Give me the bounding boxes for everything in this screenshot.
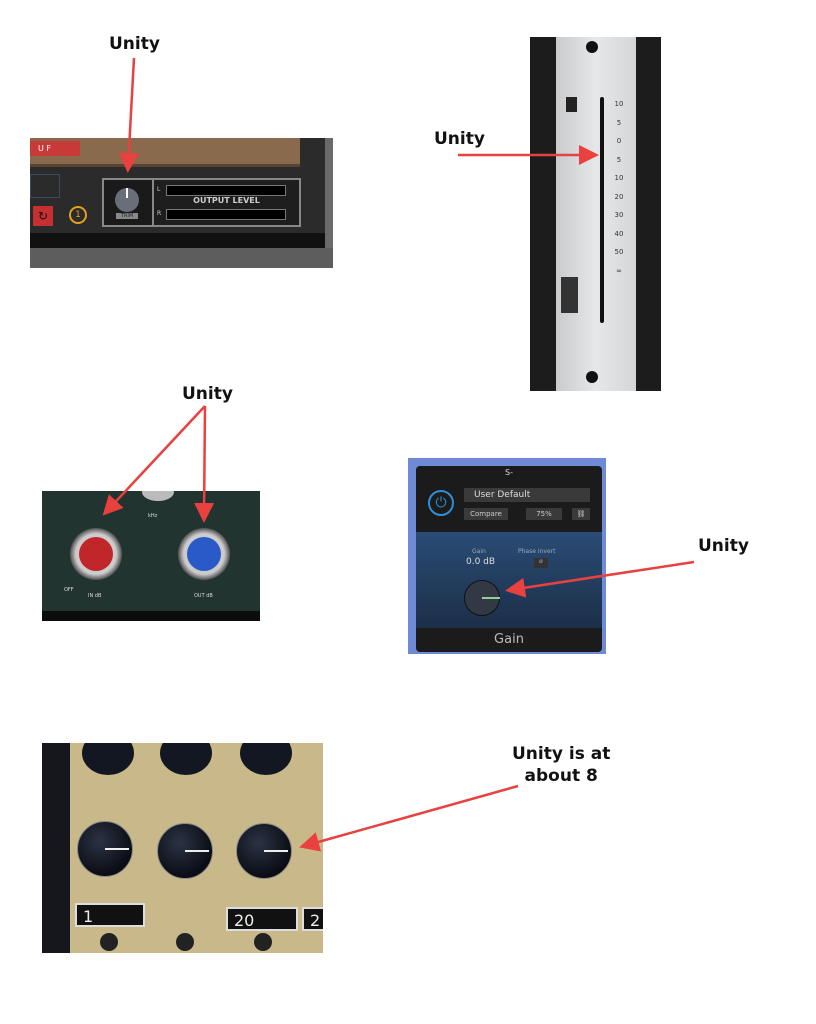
- unity-label-5-line1: Unity is at: [512, 744, 611, 764]
- phase-invert-label: Phase Invert: [518, 548, 556, 555]
- frequency-knob[interactable]: [142, 491, 174, 501]
- eq-panel: kHz OFF IN dB OUT dB: [42, 491, 260, 621]
- channel-right-label: R: [157, 210, 162, 217]
- scale-mark: 20: [614, 192, 624, 201]
- power-icon[interactable]: ⏻: [428, 490, 454, 516]
- console-panel: 1 20 2: [42, 743, 323, 953]
- scale-mark: 40: [614, 229, 624, 238]
- output-level-panel: U F ↻ 1 TRIM L OUTPUT LEVEL R: [30, 138, 333, 268]
- arrow-3a: [102, 405, 206, 516]
- scale-mark: 50: [614, 248, 624, 256]
- output-level-label: OUTPUT LEVEL: [193, 196, 260, 205]
- trim-knob[interactable]: [115, 188, 139, 212]
- gain-knob[interactable]: [77, 821, 133, 877]
- meter-bar-left: [166, 185, 286, 196]
- channel-label: 20: [226, 907, 298, 931]
- unity-label-3: Unity: [182, 384, 233, 404]
- scale-mark: 5: [616, 118, 622, 127]
- fader-slot[interactable]: [600, 97, 604, 323]
- screw-hole-top: [586, 41, 598, 53]
- jack: [176, 933, 194, 951]
- output-level-meter: L OUTPUT LEVEL R: [152, 178, 301, 227]
- off-label: OFF: [64, 587, 74, 593]
- info-badge-icon[interactable]: 1: [69, 206, 87, 224]
- meter-bar-right: [166, 209, 286, 220]
- output-knob-cap: [187, 537, 221, 571]
- bottom-bar: [30, 233, 325, 248]
- display-box: [30, 174, 60, 198]
- zoom-dropdown[interactable]: 75%: [526, 508, 562, 520]
- gain-knob[interactable]: [464, 580, 500, 616]
- trim-section: TRIM: [102, 178, 154, 227]
- arrow-4: [505, 560, 695, 598]
- preset-dropdown[interactable]: User Default: [464, 488, 590, 502]
- red-tag: U F: [30, 141, 80, 156]
- reset-icon[interactable]: ↻: [33, 206, 53, 226]
- switch[interactable]: [566, 97, 577, 112]
- fader-plate: 10 5 0 5 10 20 30 40 50 ∞: [556, 37, 636, 391]
- arrow-3b: [194, 405, 215, 523]
- unity-label-5: Unity is at about 8: [512, 743, 610, 787]
- jack: [254, 933, 272, 951]
- in-db-label: IN dB: [88, 593, 102, 599]
- group-switch[interactable]: [561, 277, 578, 313]
- channel-left-label: L: [157, 186, 161, 193]
- arrow-5: [299, 784, 519, 852]
- panel-base: [42, 611, 260, 621]
- plugin-name: Gain: [494, 632, 524, 647]
- scale-mark: 10: [614, 100, 624, 108]
- jack: [100, 933, 118, 951]
- arrow-1: [118, 57, 139, 173]
- scale-mark: 30: [614, 211, 624, 219]
- phase-invert-button[interactable]: ø: [534, 558, 548, 568]
- scale-mark: 10: [614, 174, 624, 182]
- trim-label: TRIM: [116, 213, 138, 219]
- channel-label: 1: [75, 903, 145, 927]
- channel-label: 2: [302, 907, 323, 931]
- gray-footer: [30, 248, 333, 268]
- fader-scale: 10 5 0 5 10 20 30 40 50 ∞: [606, 100, 632, 285]
- unity-label-5-line2: about 8: [524, 766, 598, 786]
- screw-hole-bottom: [586, 371, 598, 383]
- gain-knob[interactable]: [236, 823, 292, 879]
- gain-value: 0.0 dB: [466, 557, 496, 567]
- input-knob-cap: [79, 537, 113, 571]
- unity-label-2: Unity: [434, 129, 485, 149]
- plugin-title: S-: [505, 468, 513, 477]
- input-knob[interactable]: [70, 528, 122, 580]
- scale-mark: ∞: [616, 266, 622, 275]
- scale-mark: 5: [616, 155, 622, 164]
- freq-label: kHz: [148, 513, 158, 519]
- link-icon[interactable]: ⛓: [572, 508, 590, 520]
- scale-mark: 0: [616, 137, 622, 145]
- unity-label-4: Unity: [698, 536, 749, 556]
- fader-panel: 10 5 0 5 10 20 30 40 50 ∞: [530, 37, 661, 391]
- output-knob[interactable]: [178, 528, 230, 580]
- compare-button[interactable]: Compare: [464, 508, 508, 520]
- gain-knob[interactable]: [157, 823, 213, 879]
- frame-edge: [325, 138, 333, 250]
- gain-label: Gain: [472, 548, 486, 555]
- out-db-label: OUT dB: [194, 593, 213, 599]
- unity-label-1: Unity: [109, 34, 160, 54]
- console-rail: [42, 743, 70, 953]
